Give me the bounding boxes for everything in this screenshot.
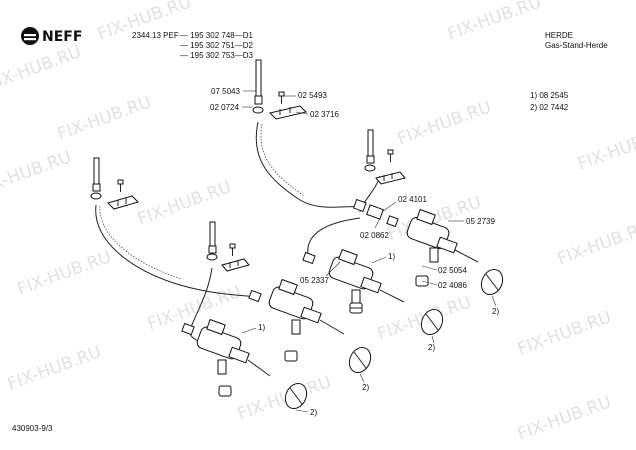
watermark: FIX-HUB.RU — [395, 97, 494, 149]
pipe-fitting — [352, 198, 399, 228]
callout-label: 1) — [388, 252, 395, 261]
callout-label: 02 0862 — [360, 231, 389, 240]
pipe-fitting — [302, 251, 316, 265]
legend-item-2: 2) 02 7442 — [530, 103, 569, 112]
retaining-clip — [269, 105, 307, 120]
watermark: FIX-HUB.RU — [15, 247, 114, 299]
watermark: FIX-HUB.RU — [135, 177, 234, 229]
watermark: FIX-HUB.RU — [555, 217, 636, 269]
watermark: FIX-HUB.RU — [235, 372, 334, 424]
gas-pipes — [95, 121, 381, 346]
part-number-d1: — 195 302 748—D1 — [180, 31, 253, 40]
callout-label: 05 2739 — [466, 217, 495, 226]
callout-label: 02 4086 — [438, 281, 467, 290]
callout-label: 02 0724 — [210, 103, 239, 112]
control-knob-icon — [284, 382, 308, 410]
callout-label: 02 4101 — [398, 195, 427, 204]
hex-nut — [349, 302, 363, 314]
thermocouple-probe — [364, 129, 376, 172]
watermark: FIX-HUB.RU — [575, 122, 636, 174]
gas-valve-tap — [196, 318, 271, 377]
neff-logo: NEFF — [21, 27, 82, 45]
callout-label: 05 2337 — [300, 276, 329, 285]
screw-icon — [387, 149, 394, 162]
screw-icon — [278, 91, 285, 104]
callout-label: 2) — [310, 408, 317, 417]
callout-label: 02 5054 — [438, 266, 467, 275]
watermark: FIX-HUB.RU — [515, 392, 614, 444]
part-number-d3: — 195 302 753—D3 — [180, 51, 253, 60]
retaining-clip — [107, 195, 139, 210]
doc-id: 430903-9/3 — [12, 424, 53, 433]
pipe-fitting — [181, 322, 195, 336]
watermark: FIX-HUB.RU — [55, 92, 154, 144]
callout-label: 02 5493 — [298, 91, 327, 100]
callout-label: 07 5043 — [211, 87, 240, 96]
hex-nut — [218, 385, 232, 397]
screw-icon — [229, 243, 236, 256]
control-knob-icon — [480, 268, 504, 296]
control-knob-icon — [420, 308, 444, 336]
gas-valve-tap — [268, 278, 345, 335]
hex-nut — [284, 350, 298, 362]
leader-lines — [241, 90, 497, 413]
callout-label: 2) — [362, 383, 369, 392]
watermark: FIX-HUB.RU — [0, 147, 74, 199]
brand-name: NEFF — [42, 29, 82, 45]
retaining-clip — [221, 258, 250, 272]
gas-valve-tap — [406, 208, 479, 263]
callout-label: 2) — [428, 343, 435, 352]
screw-icon — [117, 179, 124, 192]
part-number-d2: — 195 302 751—D2 — [180, 41, 253, 50]
category-title: HERDE — [545, 31, 573, 40]
control-knob-icon — [348, 346, 372, 374]
watermark: FIX-HUB.RU — [0, 42, 84, 94]
watermark: FIX-HUB.RU — [445, 0, 544, 45]
callout-label: 1) — [258, 323, 265, 332]
legend-item-1: 1) 08 2545 — [530, 91, 569, 100]
watermark: FIX-HUB.RU — [515, 307, 614, 359]
model-number: 2344.13 PEF — [132, 31, 179, 40]
category-subtitle: Gas-Stand-Herde — [545, 41, 608, 50]
thermocouple-probe — [206, 221, 218, 261]
watermark: FIX-HUB.RU — [5, 342, 104, 394]
retaining-clip — [375, 171, 406, 185]
thermocouple-probe — [252, 59, 264, 114]
thermocouple-probe — [90, 157, 102, 200]
callout-label: 02 3716 — [310, 110, 339, 119]
callout-label: 2) — [492, 307, 499, 316]
pipe-fitting — [248, 289, 262, 303]
